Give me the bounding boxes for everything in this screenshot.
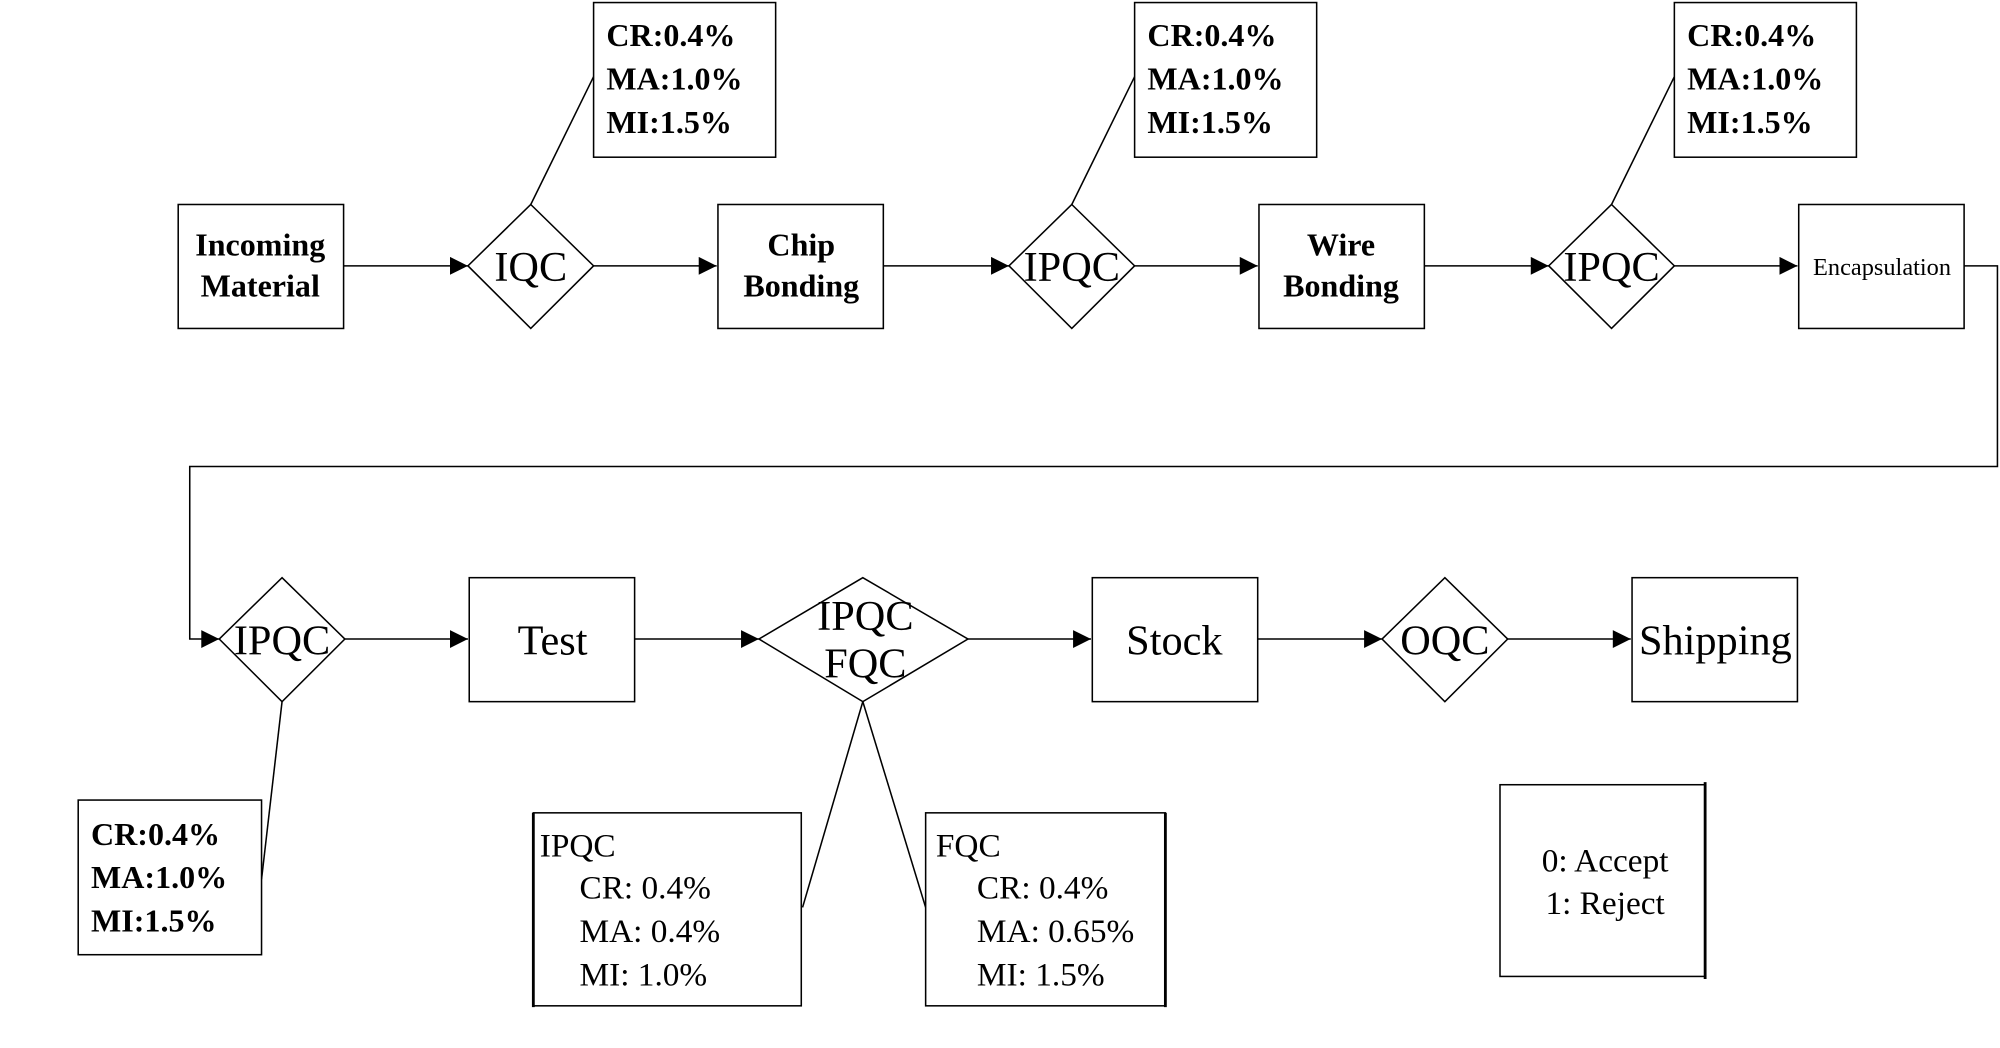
criteria-ipqc-1-mi: MI:1.5% [1147, 104, 1273, 140]
criteria-iqc-cr: CR:0.4% [606, 17, 735, 53]
inspection-ipqc-fqc-label-1: IPQC [817, 593, 913, 640]
step-wire-label-1: Wire [1307, 227, 1375, 263]
leader-fqc-stage-criteria [862, 701, 927, 908]
step-shipping: Shipping [1631, 576, 1799, 703]
step-test-label: Test [518, 617, 588, 664]
legend-reject: 1: Reject [1545, 885, 1665, 922]
criteria-ipqc-1-ma: MA:1.0% [1147, 61, 1283, 97]
inspection-ipqc-fqc: IPQC FQC [757, 576, 970, 703]
leader-ipqc-stage-criteria [801, 701, 864, 908]
inspection-ipqc-1-label: IPQC [1024, 244, 1120, 291]
inspection-ipqc-2-label: IPQC [1563, 244, 1659, 291]
legend-accept: 0: Accept [1542, 843, 1670, 880]
step-chip-label-1: Chip [767, 227, 835, 263]
criteria-box-ipqc-3: CR:0.4% MA:1.0% MI:1.5% [77, 799, 263, 956]
leader-ipqc2-criteria [1610, 76, 1676, 205]
step-stock: Stock [1091, 576, 1259, 703]
leader-ipqc1-criteria [1071, 76, 1136, 205]
criteria-box-fqc-stage: FQC CR: 0.4% MA: 0.65% MI: 1.5% [924, 812, 1167, 1008]
criteria-iqc-ma: MA:1.0% [606, 61, 742, 97]
step-incoming-material: Incoming Material [177, 203, 345, 330]
inspection-ipqc-fqc-label-2: FQC [824, 640, 906, 687]
criteria-ipqc-stage-cr: CR: 0.4% [579, 870, 710, 907]
criteria-ipqc-2-ma: MA:1.0% [1687, 61, 1823, 97]
criteria-iqc-mi: MI:1.5% [606, 104, 732, 140]
step-incoming-label-2: Material [201, 268, 320, 304]
criteria-ipqc-2-mi: MI:1.5% [1687, 104, 1813, 140]
criteria-ipqc-stage-ma: MA: 0.4% [579, 913, 720, 950]
inspection-iqc-label: IQC [494, 244, 567, 291]
criteria-box-ipqc-stage: IPQC CR: 0.4% MA: 0.4% MI: 1.0% [531, 812, 803, 1008]
criteria-ipqc-stage-title: IPQC [540, 827, 616, 864]
criteria-ipqc-2-cr: CR:0.4% [1687, 17, 1816, 53]
step-wire-label-2: Bonding [1283, 268, 1399, 304]
step-encapsulation-label: Encapsulation [1813, 254, 1951, 281]
inspection-oqc: OQC [1380, 576, 1509, 703]
criteria-ipqc-3-ma: MA:1.0% [91, 859, 227, 895]
step-chip-bonding: Chip Bonding [717, 203, 885, 330]
step-incoming-label-1: Incoming [195, 227, 325, 263]
criteria-fqc-stage-cr: CR: 0.4% [977, 870, 1108, 907]
step-test: Test [468, 576, 636, 703]
inspection-ipqc-2: IPQC [1547, 203, 1676, 330]
inspection-oqc-label: OQC [1400, 617, 1489, 664]
inspection-iqc: IQC [466, 203, 595, 330]
edge-encapsulation-to-ipqc3 [188, 265, 1999, 648]
criteria-fqc-stage-mi: MI: 1.5% [977, 956, 1105, 993]
criteria-fqc-stage-title: FQC [936, 827, 1001, 864]
criteria-fqc-stage-ma: MA: 0.65% [977, 913, 1134, 950]
leader-ipqc3-criteria [260, 701, 283, 880]
legend-box: 0: Accept 1: Reject [1499, 782, 1707, 979]
criteria-box-ipqc-2: CR:0.4% MA:1.0% MI:1.5% [1673, 1, 1858, 158]
criteria-ipqc-1-cr: CR:0.4% [1147, 17, 1276, 53]
criteria-box-ipqc-1: CR:0.4% MA:1.0% MI:1.5% [1133, 1, 1318, 158]
inspection-ipqc-3-label: IPQC [234, 617, 330, 664]
step-wire-bonding: Wire Bonding [1258, 203, 1426, 330]
inspection-ipqc-3: IPQC [218, 576, 346, 703]
leader-iqc-criteria [530, 76, 595, 205]
criteria-box-iqc: CR:0.4% MA:1.0% MI:1.5% [592, 1, 777, 158]
criteria-ipqc-stage-mi: MI: 1.0% [579, 956, 707, 993]
inspection-ipqc-1: IPQC [1007, 203, 1136, 330]
step-shipping-label: Shipping [1639, 617, 1792, 664]
step-chip-label-2: Bonding [743, 268, 859, 304]
step-stock-label: Stock [1126, 617, 1223, 664]
criteria-ipqc-3-mi: MI:1.5% [91, 903, 217, 939]
criteria-ipqc-3-cr: CR:0.4% [91, 816, 220, 852]
step-encapsulation: Encapsulation [1797, 203, 1965, 330]
